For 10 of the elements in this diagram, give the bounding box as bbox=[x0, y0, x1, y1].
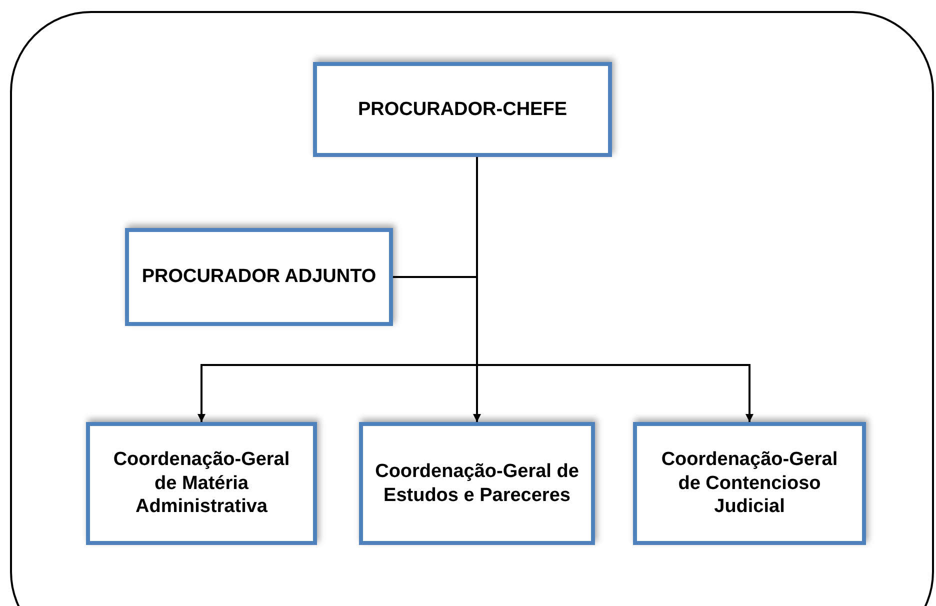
box-label: Coordenação-Geral de Contencioso Judicial bbox=[660, 448, 839, 520]
org-box bbox=[125, 228, 393, 326]
box-label: Coordenação-Geral de Matéria Administrativa bbox=[112, 448, 291, 520]
box-label: Coordenação-Geral de Estudos e Pareceres bbox=[375, 460, 579, 508]
org-box bbox=[633, 422, 866, 545]
org-box bbox=[313, 62, 612, 157]
org-box bbox=[359, 422, 595, 545]
box-label: PROCURADOR-CHEFE bbox=[358, 98, 567, 122]
org-box bbox=[86, 422, 317, 545]
box-label: PROCURADOR ADJUNTO bbox=[142, 265, 376, 289]
